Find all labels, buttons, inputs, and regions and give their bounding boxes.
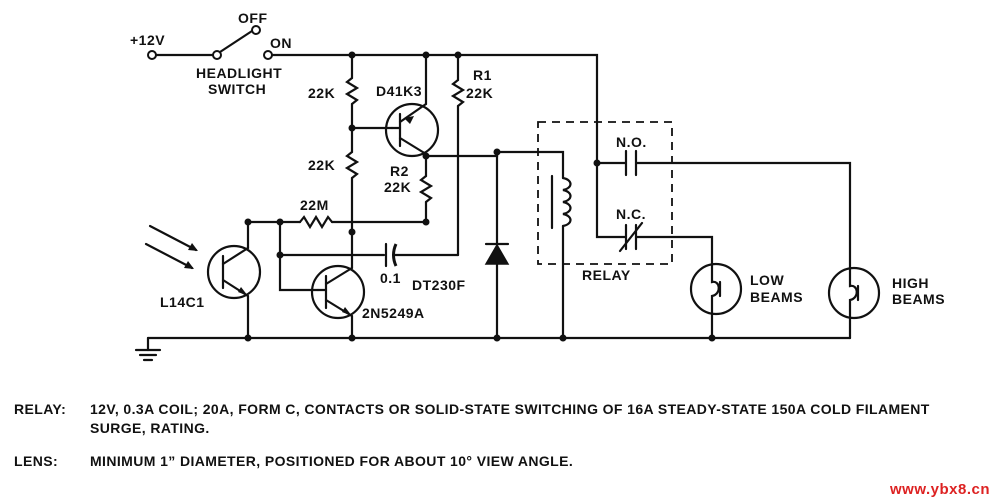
- contact-no-label: N.O.: [616, 134, 647, 150]
- top-bus-wire: [270, 53, 599, 165]
- relay-enclosure: [537, 121, 673, 265]
- note-relay: RELAY: 12V, 0.3A COIL; 20A, FORM C, CONT…: [14, 400, 994, 438]
- note-lens: LENS: MINIMUM 1” DIAMETER, POSITIONED FO…: [14, 452, 994, 471]
- capacitor-label: 0.1: [380, 270, 401, 286]
- high-beams-label-line1: HIGH: [892, 275, 929, 291]
- resistor-22m-label: 22M: [300, 197, 329, 213]
- low-beams-label-line2: BEAMS: [750, 289, 803, 305]
- phototransistor-l14c1: [206, 218, 262, 340]
- transistor-2n5249a: [310, 230, 366, 340]
- contact-no: [595, 149, 852, 270]
- resistor-22k-mid-label: 22K: [308, 157, 335, 173]
- contact-nc-label: N.C.: [616, 206, 646, 222]
- note-key: RELAY:: [14, 401, 67, 417]
- coil-feed-wire: [424, 150, 565, 180]
- high-beams-label-line2: BEAMS: [892, 291, 945, 307]
- note-text: MINIMUM 1” DIAMETER, POSITIONED FOR ABOU…: [90, 453, 574, 469]
- switch-off-label: OFF: [238, 10, 268, 26]
- diode-label: DT230F: [412, 277, 466, 293]
- resistor-r2-name: R2: [390, 163, 409, 179]
- resistor-r2-value: 22K: [384, 179, 411, 195]
- diode-dt230f: [484, 150, 510, 340]
- resistor-r1-name: R1: [473, 67, 492, 83]
- watermark: www.ybx8.cn: [890, 481, 990, 498]
- high-beams-lamp: [827, 266, 881, 340]
- resistor-22m: [298, 214, 334, 230]
- headlight-switch: [212, 25, 273, 60]
- switch-label-line2: SWITCH: [208, 81, 266, 97]
- transistor-d41k3-label: D41K3: [376, 83, 422, 99]
- supply-label: +12V: [130, 32, 165, 48]
- switch-on-label: ON: [270, 35, 292, 51]
- resistor-22k-mid: [344, 126, 360, 234]
- light-rays-icon: [144, 224, 198, 270]
- switch-label-line1: HEADLIGHT: [196, 65, 282, 81]
- ground-icon: [134, 336, 162, 362]
- transistor-d41k3: [384, 53, 440, 158]
- note-key: LENS:: [14, 453, 58, 469]
- notes-section: RELAY: 12V, 0.3A COIL; 20A, FORM C, CONT…: [14, 400, 994, 485]
- contact-nc: [595, 161, 714, 266]
- resistor-r1: [450, 53, 466, 257]
- npn-base-wire: [278, 220, 320, 292]
- phototransistor-label: L14C1: [160, 294, 205, 310]
- transistor-2n5249a-label: 2N5249A: [362, 305, 425, 321]
- supply-terminal: [147, 50, 157, 60]
- relay-coil: [550, 174, 572, 340]
- resistor-22k-top-label: 22K: [308, 85, 335, 101]
- low-beams-lamp: [689, 262, 743, 340]
- relay-label: RELAY: [582, 267, 631, 283]
- note-text: 12V, 0.3A COIL; 20A, FORM C, CONTACTS OR…: [90, 401, 930, 436]
- resistor-22k-top: [344, 53, 360, 130]
- low-beams-label-line1: LOW: [750, 272, 784, 288]
- resistor-r1-value: 22K: [466, 85, 493, 101]
- resistor-r2: [418, 154, 434, 224]
